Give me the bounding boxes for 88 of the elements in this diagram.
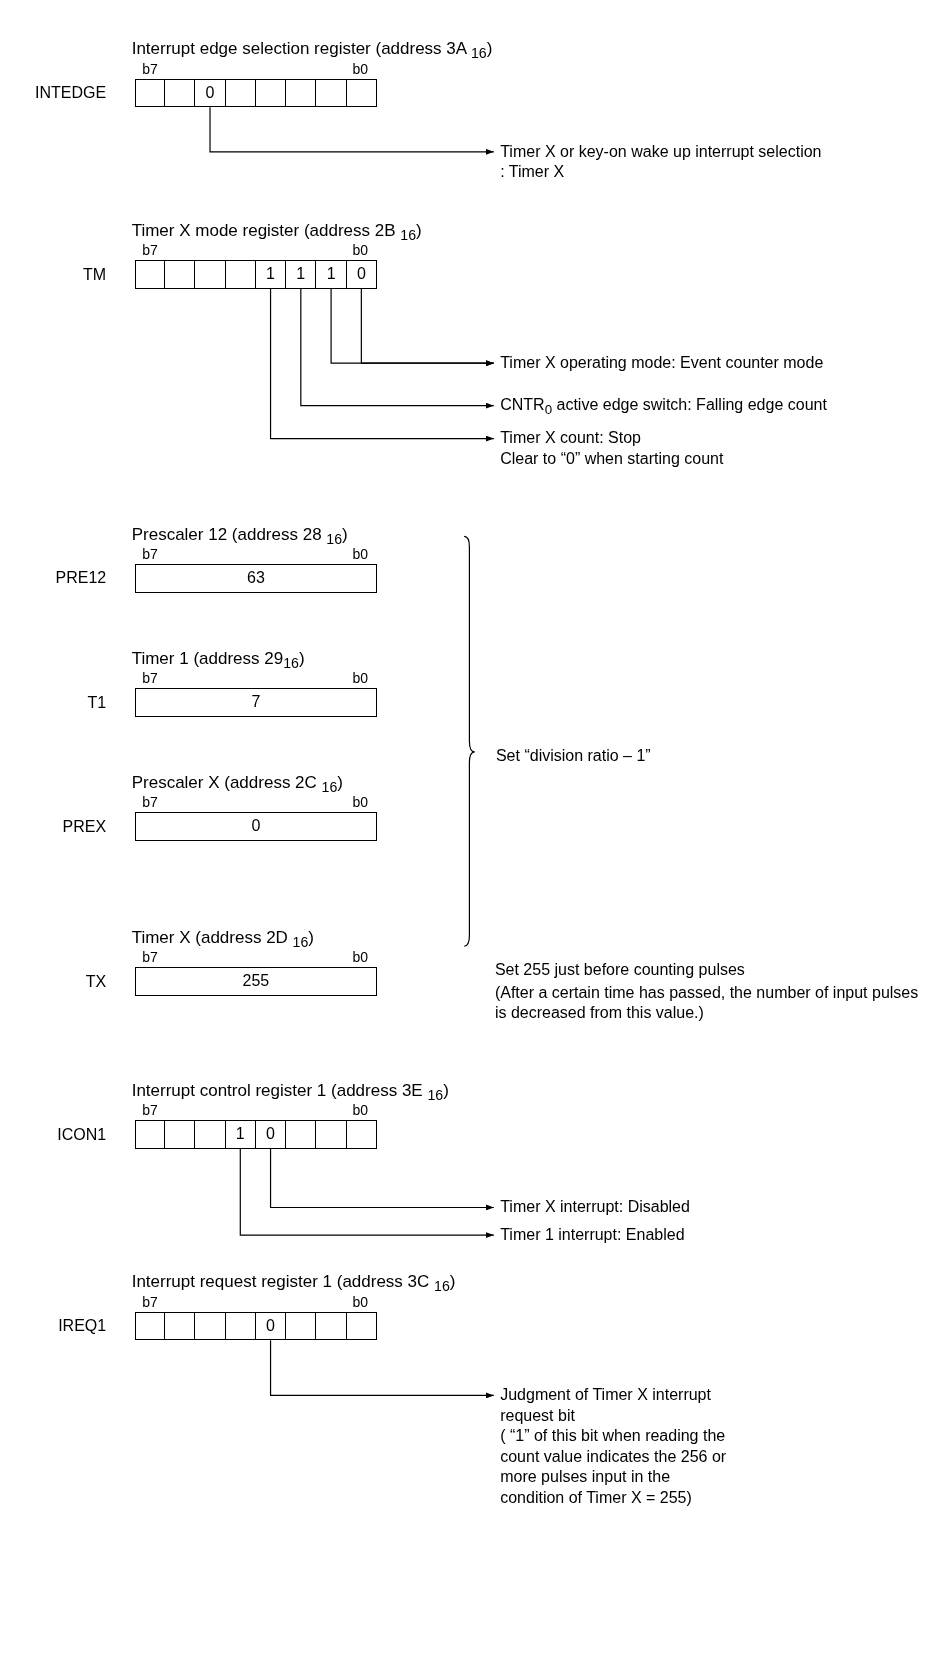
register-title: Timer 1 (address 29$_{16}$) [131, 648, 305, 672]
bit-cell: 0 [194, 78, 226, 108]
register-title: Prescaler X (address 2C $_{16}$) [131, 773, 343, 796]
bit-description: Timer X interrupt: Disabled [500, 1197, 690, 1218]
bit-label: b7 [142, 242, 158, 259]
bit-label: b7 [142, 545, 158, 562]
register-name: IREQ1 [58, 1315, 107, 1336]
note-text: Set 255 just before counting pulses [494, 960, 745, 981]
bit-label: b0 [352, 242, 369, 259]
register-title: Interrupt control register 1 (address 3E $_{16}$) [131, 1081, 449, 1104]
register-name: TM [83, 264, 107, 285]
bit-cell: 0 [345, 260, 377, 289]
bit-description: Timer X or key-on wake up interrupt selection [500, 141, 822, 162]
bit-cell [194, 1120, 226, 1150]
bit-cell [285, 1311, 317, 1341]
bit-description: Timer 1 interrupt: Enabled [500, 1224, 685, 1245]
register-name: T1 [87, 692, 107, 713]
leader-arrow [269, 288, 495, 442]
bit-description: : Timer X [500, 162, 566, 183]
bit-label: b0 [352, 794, 369, 811]
bit-cell [224, 1311, 256, 1341]
bit-label: b7 [142, 60, 158, 77]
register-title: Prescaler 12 (address 28 $_{16}$) [131, 524, 348, 548]
register-name: PRE12 [55, 568, 107, 589]
leader-arrow [209, 106, 495, 155]
register-name: PREX [62, 816, 107, 837]
bit-label: b0 [352, 545, 369, 562]
leader-arrow [300, 288, 495, 409]
bit-label: b0 [352, 1293, 369, 1310]
bit-label: b7 [142, 949, 158, 966]
bit-cell [164, 78, 196, 108]
register-name: TX [85, 971, 107, 992]
bit-cell [164, 1311, 196, 1341]
bit-label: b7 [142, 1293, 158, 1310]
leader-arrow [269, 1148, 495, 1211]
bit-cell: 1 [224, 1120, 256, 1150]
bit-cell [285, 78, 317, 108]
note-text: Set “division ratio – 1” [495, 745, 651, 766]
bit-cell: 0 [254, 1311, 287, 1341]
bit-cell [345, 1120, 377, 1150]
bit-label: b0 [352, 670, 369, 687]
bit-cell: 0 [254, 1120, 287, 1150]
bit-cell [254, 78, 287, 108]
bit-description: Clear to “0” when starting count [500, 448, 724, 469]
bit-description: Timer X operating mode: Event counter mode [500, 352, 824, 373]
register-name: ICON1 [57, 1124, 107, 1145]
bit-cell [194, 260, 226, 289]
register-field: 255 [134, 967, 377, 997]
bit-cell: 1 [285, 260, 317, 289]
register-title: Timer X mode register (address 2B $_{16}$) [131, 220, 422, 244]
bit-label: b7 [142, 670, 158, 687]
register-title: Interrupt request register 1 (address 3C $_{16}$) [131, 1272, 456, 1296]
bit-cell [164, 260, 196, 289]
bit-label: b7 [142, 1102, 158, 1119]
bit-cell [315, 78, 347, 108]
register-field: 0 [134, 812, 377, 842]
bit-cell [345, 78, 377, 108]
bit-label: b0 [352, 60, 369, 77]
bit-cell [134, 1311, 166, 1341]
bit-label: b7 [142, 794, 158, 811]
register-field: 7 [134, 688, 377, 717]
bit-cell [315, 1311, 347, 1341]
bit-cell [315, 1120, 347, 1150]
bit-cell [224, 260, 256, 289]
leader-arrow [269, 1339, 495, 1399]
register-name: INTEDGE [35, 82, 107, 103]
bit-description: Timer X count: Stop [500, 428, 642, 449]
bit-cell [224, 78, 256, 108]
bit-cell [285, 1120, 317, 1150]
register-title: Interrupt edge selection register (address 3A $_{16}$) [131, 39, 493, 63]
leader-arrow [330, 288, 495, 367]
bit-cell [164, 1120, 196, 1150]
register-title: Timer X (address 2D $_{16}$) [131, 928, 314, 951]
bit-label: b0 [352, 1102, 369, 1119]
bit-cell: 1 [315, 260, 347, 289]
bit-cell: 1 [254, 260, 287, 289]
bit-description: CNTR$_{0}$ active edge switch: Falling edge count [500, 395, 827, 420]
bit-description: Judgment of Timer X interrupt request bit [500, 1385, 712, 1426]
bit-cell [194, 1311, 226, 1341]
register-field: 63 [134, 563, 377, 593]
leader-arrow [239, 1148, 495, 1239]
bit-cell [134, 260, 166, 289]
bit-cell [134, 78, 166, 108]
bit-label: b0 [352, 949, 369, 966]
bit-cell [134, 1120, 166, 1150]
bit-description: ( “1” of this bit when reading the count value indicates the 256 or more pulses input in the condition of Timer X = 255) [500, 1426, 728, 1508]
bit-cell [345, 1311, 377, 1341]
note-text: (After a certain time has passed, the number of input pulses is decreased from this value.) [494, 982, 920, 1024]
